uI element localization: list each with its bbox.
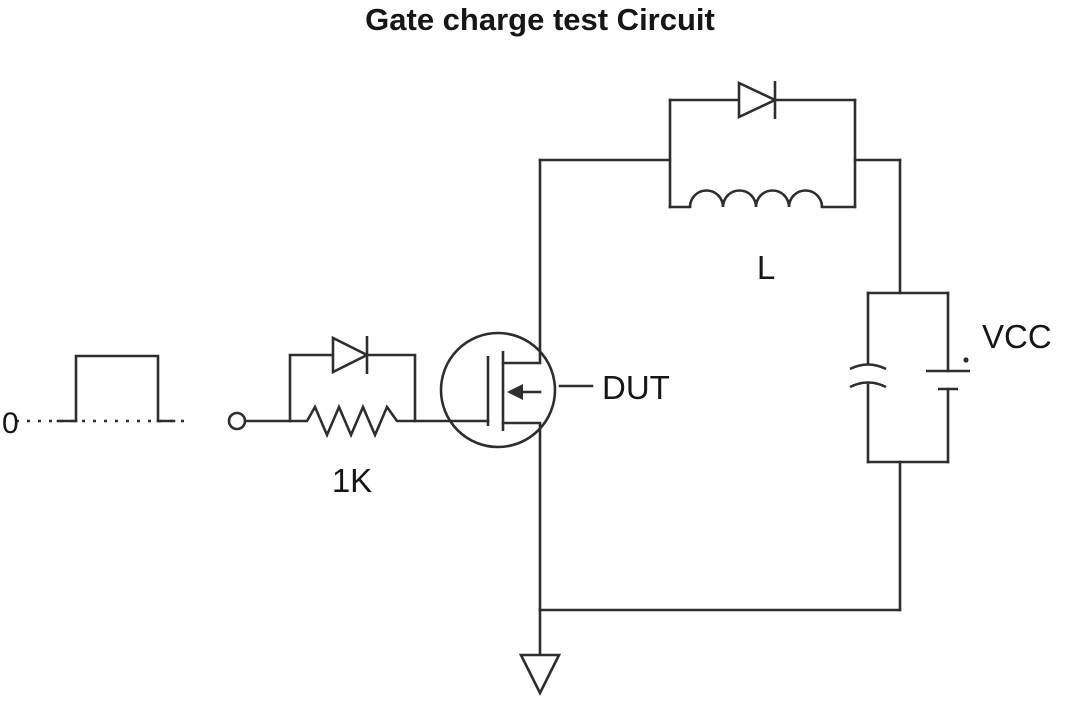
supply-network	[849, 291, 970, 464]
vcc-battery-icon	[926, 291, 970, 464]
freewheeling-diode-icon	[737, 80, 779, 120]
capacitor-bottom-plate	[849, 381, 887, 389]
resistor-value-label: 1K	[332, 462, 372, 499]
mosfet-body-arrowhead	[507, 384, 523, 400]
pulse-shape	[74, 354, 160, 423]
gate-diode-icon	[331, 335, 370, 375]
mosfet-source-lead	[501, 421, 542, 612]
inductor-branch	[668, 189, 857, 209]
mosfet-drain-lead	[501, 158, 542, 365]
ground-triangle	[518, 653, 562, 696]
battery-positive-dot	[963, 357, 969, 363]
resistor-zigzag-icon	[290, 403, 415, 439]
gate-resistor	[290, 403, 415, 439]
mosfet-dut-icon	[439, 158, 557, 612]
diagram-title: Gate charge test Circuit	[365, 2, 715, 37]
mosfet-envelope	[439, 331, 557, 449]
gate-diode-branch	[288, 335, 417, 423]
capacitor-top-plate	[849, 363, 887, 371]
freewheeling-diode-branch	[668, 80, 857, 209]
inductor-coil-icon	[688, 189, 824, 208]
pulse-source-waveform	[16, 354, 192, 423]
diode-branch-wires	[288, 353, 417, 423]
vcc-label: VCC	[982, 318, 1052, 355]
dut-label: DUT	[602, 369, 670, 406]
zero-level-label: 0	[2, 407, 19, 440]
filter-capacitor-icon	[849, 291, 887, 464]
inductor-label: L	[757, 249, 775, 286]
input-terminal	[227, 411, 247, 431]
ground-icon	[518, 608, 562, 696]
